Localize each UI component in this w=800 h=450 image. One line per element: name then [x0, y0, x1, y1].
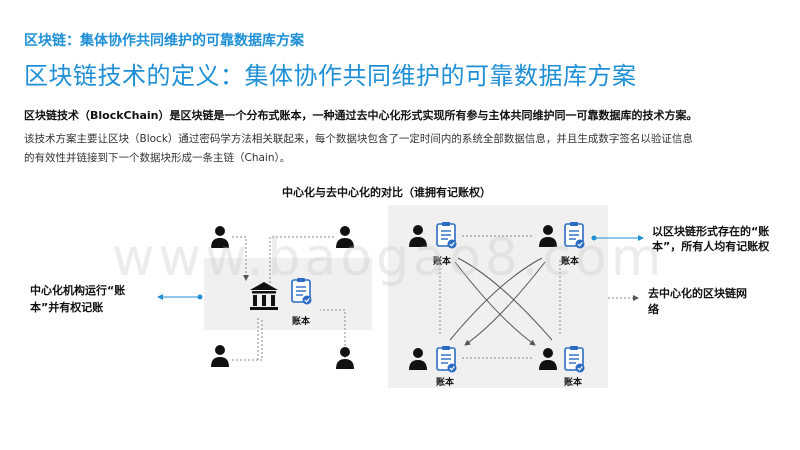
definition-text: 区块链技术（BlockChain）是区块链是一个分布式账本，一种通过去中心化形式…: [24, 109, 698, 122]
decentralized-label: 去中心化的区块链网络: [648, 287, 747, 316]
blockchain-ledger-label: 以区块链形式存在的“账本”，所有人均有记账权: [652, 225, 770, 253]
node-ledger-label: 账本: [561, 255, 580, 267]
node-ledger-label: 账本: [564, 376, 583, 388]
centralized-network: 账本: [157, 226, 354, 369]
centralized-panel: [204, 258, 372, 330]
diagram-title: 中心化与去中心化的对比（谁拥有记账权）: [282, 186, 491, 199]
node-ledger-label: 账本: [433, 255, 452, 267]
node-ledger-label: 账本: [436, 376, 455, 388]
watermark: www.baogao8.com: [112, 228, 666, 288]
participant-icon: [211, 345, 229, 367]
decentralized-network: 账本 账本 账本 账本: [409, 221, 644, 388]
page-subtitle: 区块链：集体协作共同维护的可靠数据库方案: [24, 33, 304, 49]
centralized-label: 中心化机构运行“账本”并有权记账: [30, 284, 126, 314]
node-ledger-icon: [564, 345, 586, 374]
bank-icon: [250, 282, 278, 310]
description-line-1: 该技术方案主要让区块（Block）通过密码学方法相关联起来，每个数据块包含了一定…: [24, 133, 693, 145]
page-title: 区块链技术的定义：集体协作共同维护的可靠数据库方案: [24, 62, 637, 90]
ledger-label: 账本: [292, 315, 311, 327]
node-ledger-icon: [436, 345, 458, 374]
description-line-2: 的有效性并链接到下一个数据块形成一条主链（Chain）。: [24, 152, 291, 164]
